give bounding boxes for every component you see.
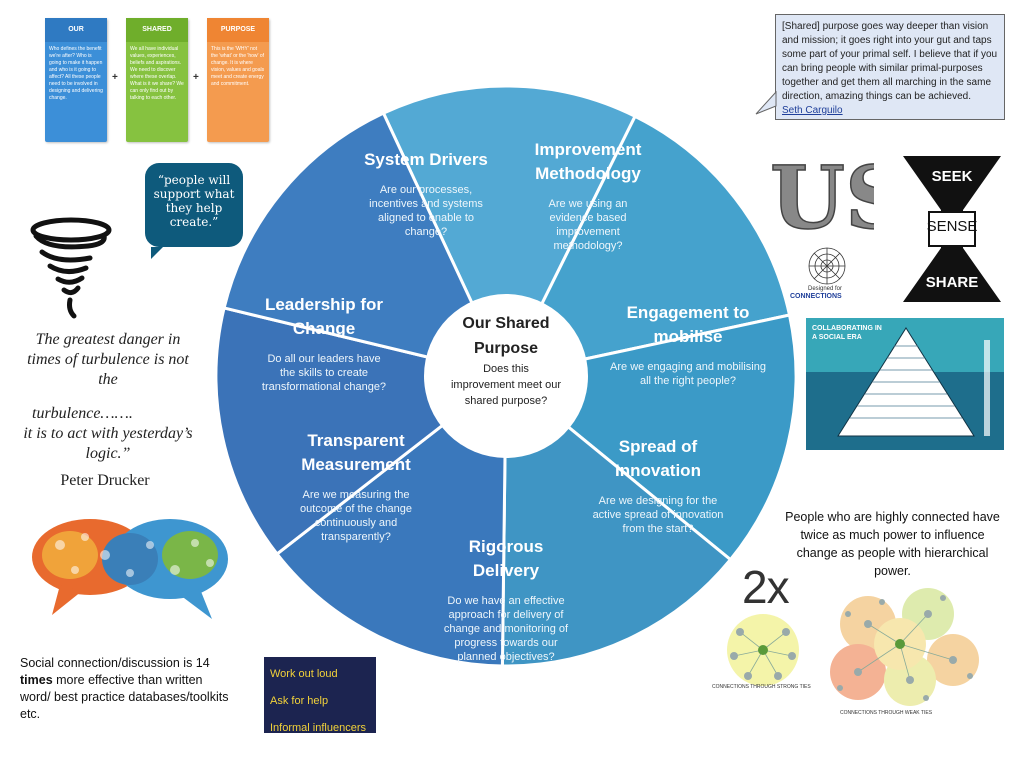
plus-sign: + (112, 72, 118, 83)
work-out-loud-box: Work out loud Ask for help Informal infl… (264, 657, 376, 734)
plus-sign: + (193, 72, 199, 83)
social-text-part1: Social connection/discussion is 14 (20, 656, 210, 670)
wheel-segment-body: Are our processes,incentives and systems… (369, 184, 483, 238)
wheel-segment-2 (503, 114, 792, 379)
quote-line-3: it is to act with yesterday’s logic.” (23, 425, 193, 462)
wheel-segment-1 (381, 84, 638, 380)
social-bubbles-image (32, 519, 228, 619)
card-purpose: PURPOSE This is the 'WHY' not the 'what'… (207, 18, 269, 142)
darkbox-item: Ask for help (270, 695, 329, 707)
us-newspaper-image: US (769, 152, 874, 236)
wheel-segments (214, 84, 798, 668)
people-connected-text: People who are highly connected have twi… (785, 510, 1000, 578)
bubble-text: “people will support what they help crea… (153, 173, 235, 229)
card-shared-body: We all have individual values, experienc… (130, 46, 184, 101)
quote-author: Peter Drucker (60, 472, 150, 489)
wheel-center (424, 294, 588, 458)
share-label: SHARE (925, 274, 979, 291)
seek-label: SEEK (931, 168, 973, 185)
card-our-body: Who defines the benefit we're after? Who… (49, 46, 103, 101)
social-text-part2: more effective than written word/ best p… (20, 673, 229, 721)
card-our-head: OUR (45, 18, 107, 42)
seek-sense-share-hourglass (903, 156, 1001, 302)
card-our: OUR Who defines the benefit we're after?… (45, 18, 107, 142)
card-purpose-body: This is the 'WHY' not the 'what' or the … (211, 46, 265, 87)
strong-ties-label: CONNECTIONS THROUGH STRONG TIES (712, 684, 811, 690)
card-shared: SHARED We all have individual values, ex… (126, 18, 188, 142)
seth-quote-author: Seth Carguilo (782, 105, 843, 116)
social-connection-text: Social connection/discussion is 14 times… (20, 655, 230, 723)
strong-ties-network (727, 614, 799, 686)
wheel-segment-5 (274, 372, 508, 668)
speech-bubble: “people will support what they help crea… (145, 163, 243, 259)
designed-for-label: Designed for (808, 286, 843, 292)
wheel-segment-4 (500, 372, 733, 668)
collab-title: COLLABORATING IN A SOCIAL ERA (812, 325, 882, 341)
two-x-label: 2x (742, 561, 790, 613)
weak-ties-label: CONNECTIONS THROUGH WEAK TIES (840, 710, 933, 716)
darkbox-item: Informal influencers (270, 722, 366, 734)
connections-web-icon (808, 247, 846, 285)
seth-quote-box: [Shared] purpose goes way deeper than vi… (775, 14, 1005, 120)
card-shared-head: SHARED (126, 18, 188, 42)
tornado-icon (30, 217, 112, 319)
wheel-segment-7 (222, 111, 509, 379)
quote-pointer (755, 90, 777, 115)
quote-line-2: turbulence……. (32, 405, 133, 422)
us-text: US (770, 152, 874, 236)
pyramid-diagram (806, 327, 1004, 450)
drucker-quote: The greatest danger in times of turbulen… (18, 330, 198, 464)
weak-ties-network (830, 588, 979, 706)
wheel-segment-title: System Drivers (364, 150, 488, 169)
seth-quote-text: [Shared] purpose goes way deeper than vi… (782, 21, 998, 102)
connections-label: CONNECTIONS (790, 293, 842, 300)
card-purpose-head: PURPOSE (207, 18, 269, 42)
collaborating-social-era-image: COLLABORATING IN A SOCIAL ERA (806, 318, 1004, 450)
quote-line-1: The greatest danger in times of turbulen… (27, 331, 189, 388)
sense-label: SENSE (926, 218, 978, 235)
social-text-bold: times (20, 673, 53, 687)
darkbox-item: Work out loud (270, 668, 338, 680)
